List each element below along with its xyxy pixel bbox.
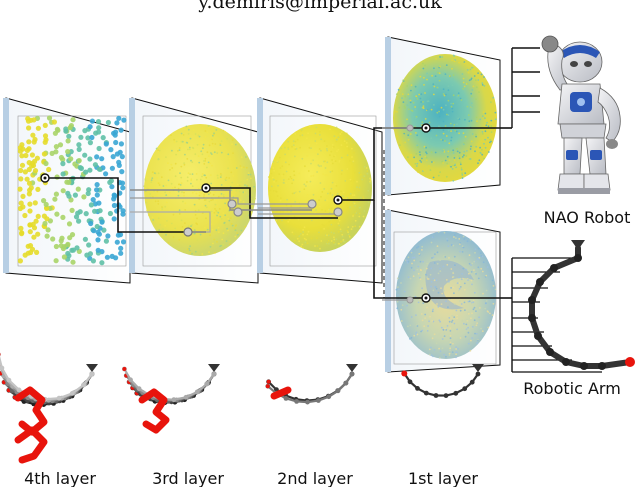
robotic-arm-icon xyxy=(528,240,635,370)
layer4-label: 4th layer xyxy=(24,469,96,487)
layer2-arm-icon xyxy=(265,364,358,405)
robotic-arm-label: Robotic Arm xyxy=(523,379,621,398)
panel-layer4 xyxy=(3,98,130,283)
panel-layer1-arm xyxy=(385,210,500,372)
panel-layer1-nao xyxy=(385,37,500,195)
layer3-label: 3rd layer xyxy=(152,469,224,487)
layer2-label: 2nd layer xyxy=(277,469,353,487)
layer4-arm-icon xyxy=(0,352,98,460)
layer1-label: 1st layer xyxy=(408,469,478,487)
nao-robot-icon xyxy=(542,36,620,194)
nao-robot-label: NAO Robot xyxy=(544,208,631,227)
layer3-arm-icon xyxy=(122,364,220,430)
panel-layer2 xyxy=(257,98,382,283)
